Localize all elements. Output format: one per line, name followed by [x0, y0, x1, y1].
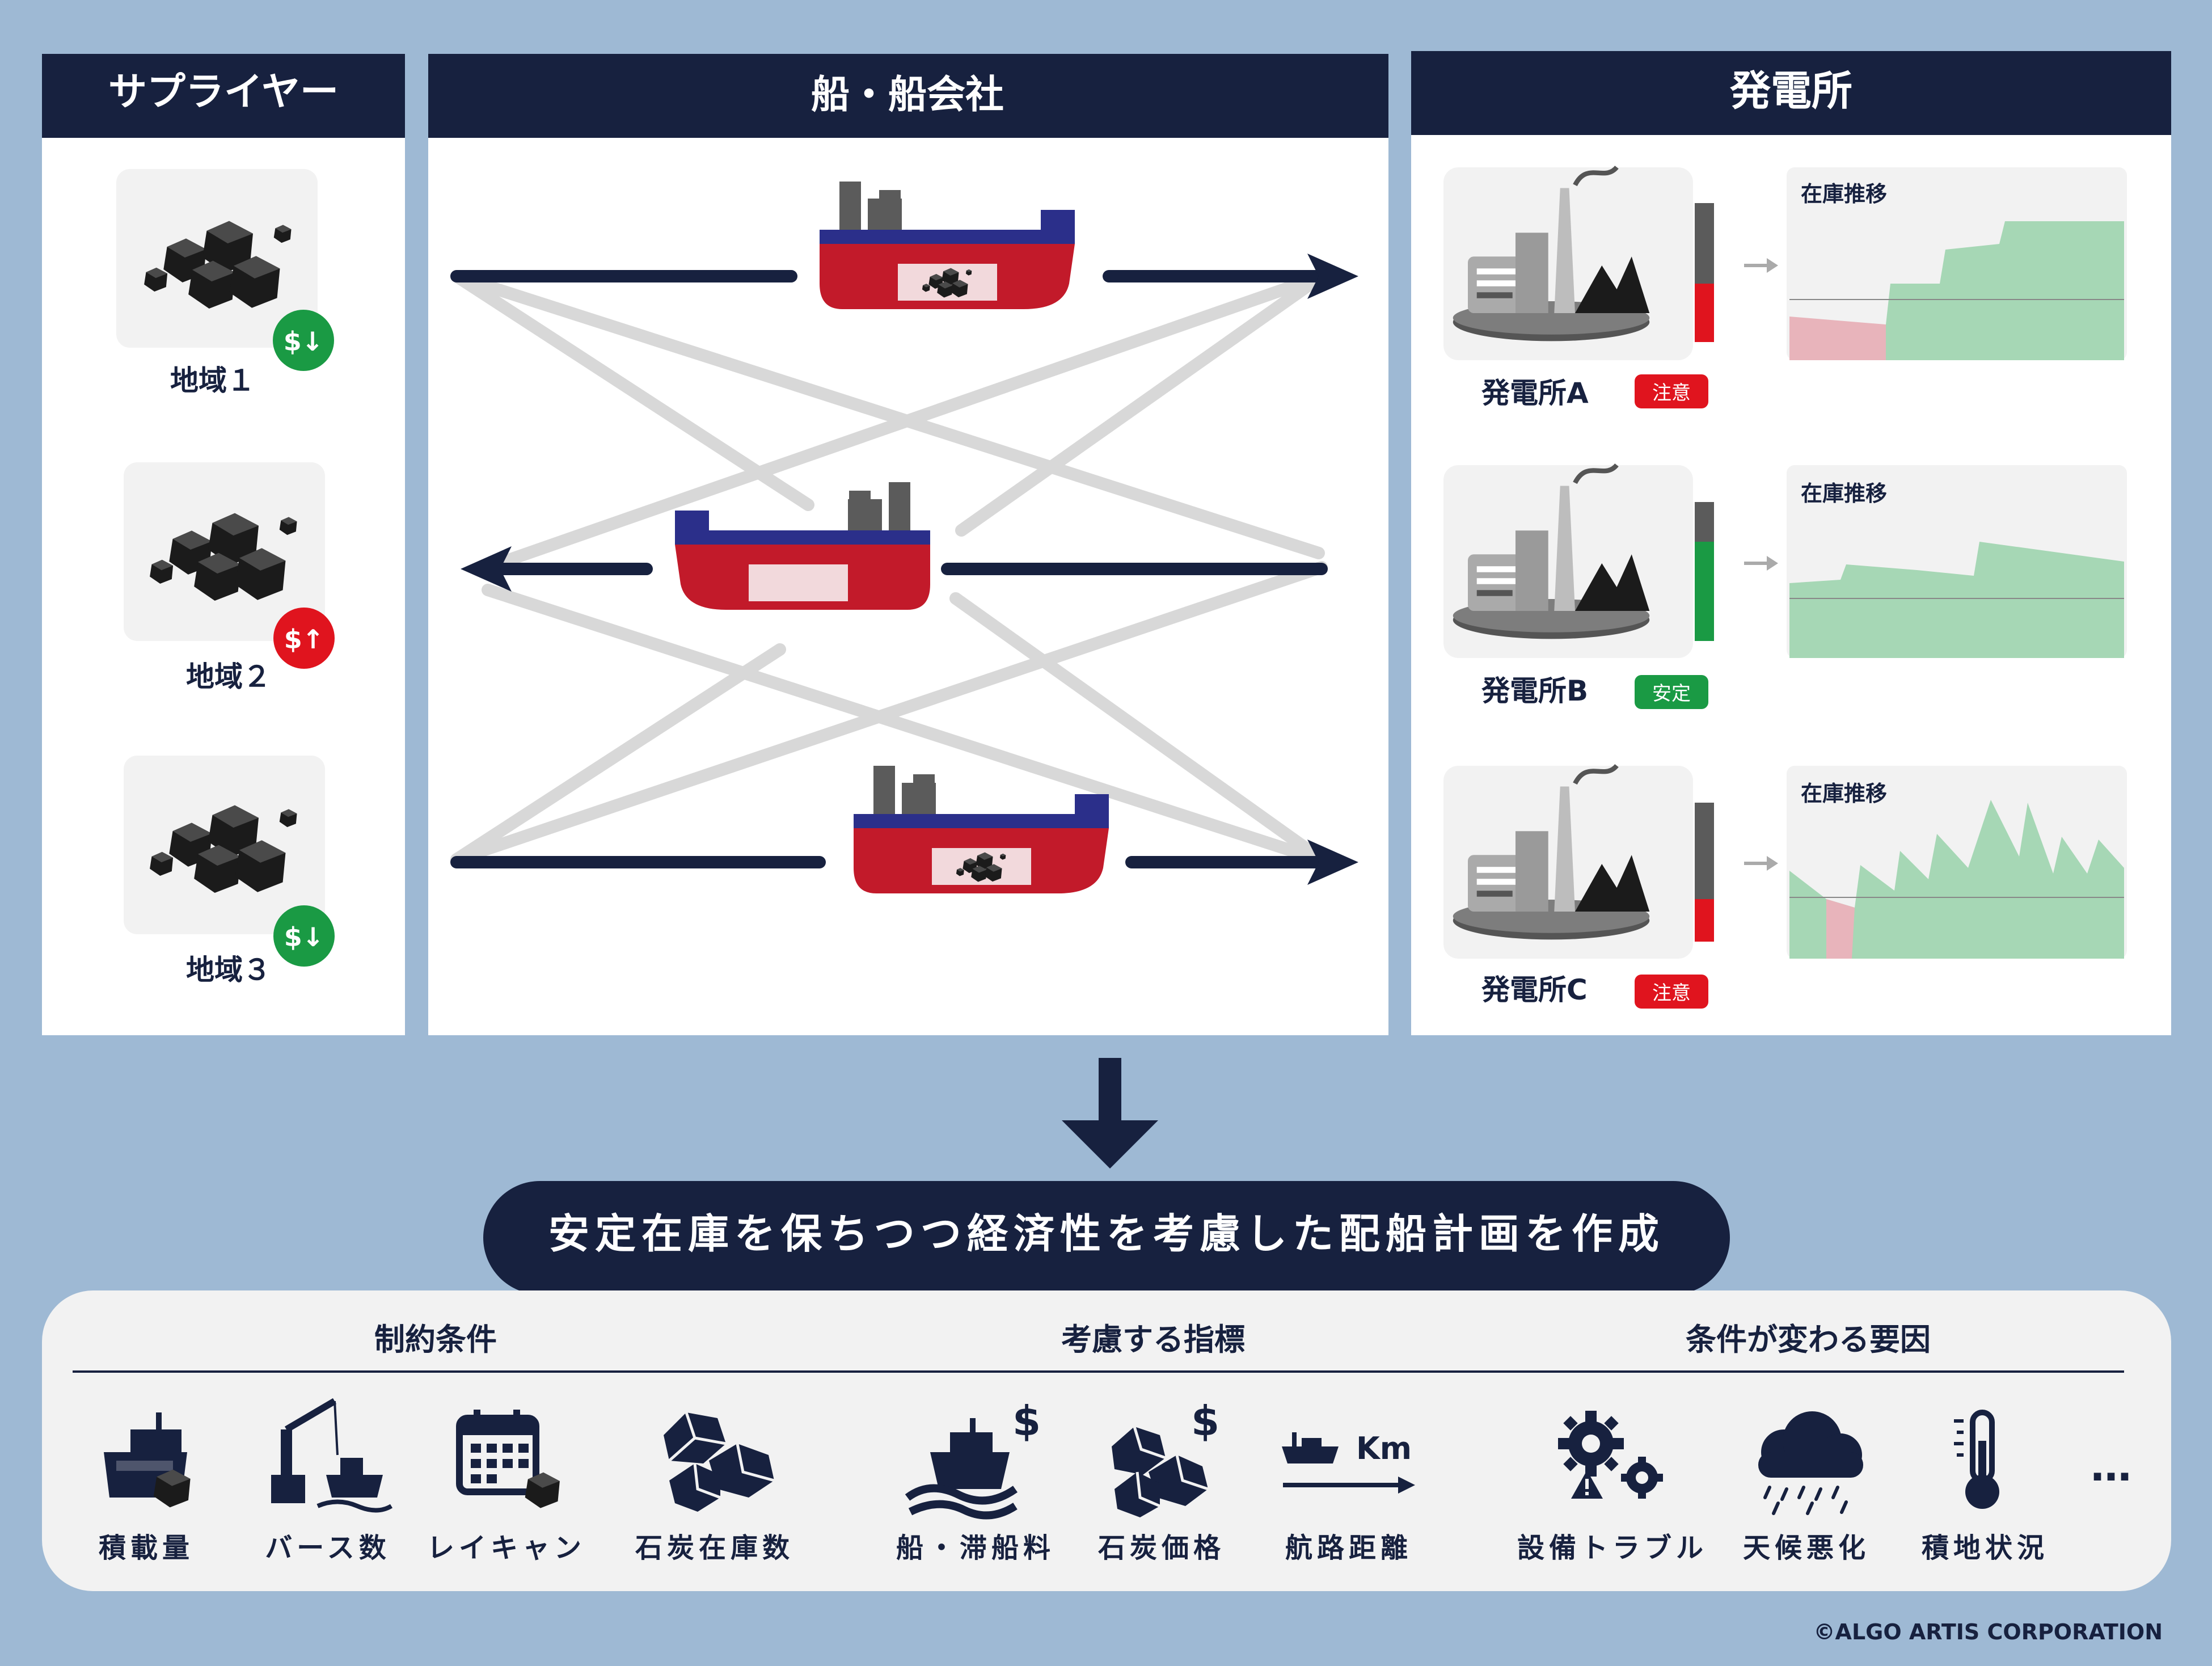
demurrage-item: $ 船・滞船料: [896, 1397, 1055, 1564]
svg-text:$↓: $↓: [284, 922, 324, 952]
route-distance-icon: Km: [1282, 1431, 1415, 1494]
plant-name: 発電所B: [1481, 674, 1588, 707]
inventory-level: [1695, 542, 1714, 641]
gear-warning-icon: [1558, 1411, 1663, 1499]
arrow-right-icon: [1307, 254, 1358, 299]
status-badge: [1635, 374, 1708, 408]
price-up-badge: [273, 608, 335, 669]
item-label: バース数: [265, 1532, 391, 1564]
berth-count-item: バース数: [265, 1398, 393, 1564]
loading-site-item: 積地状況: [1922, 1410, 2049, 1564]
region-label: 地域３: [186, 954, 271, 986]
ship-empty[interactable]: [675, 482, 930, 610]
ship-panel: 船・船会社: [428, 54, 1388, 1035]
category-indicators: 考慮する指標: [1061, 1322, 1245, 1357]
route-network: [450, 270, 1328, 866]
ship-cost-icon: $: [905, 1397, 1041, 1520]
svg-text:注意: 注意: [1652, 982, 1691, 1005]
weather-item: 天候悪化: [1743, 1411, 1870, 1564]
chart-title: 在庫推移: [1801, 481, 1887, 506]
chart-title: 在庫推移: [1801, 781, 1887, 806]
price-down-badge: [273, 905, 335, 967]
inventory-level: [1695, 284, 1714, 342]
ellipsis-icon: …: [2091, 1443, 2131, 1490]
status-badge: [1635, 675, 1708, 709]
berth-crane-icon: [271, 1398, 393, 1513]
chart-title: 在庫推移: [1801, 182, 1887, 206]
plant-name: 発電所C: [1481, 973, 1588, 1006]
svg-text:$: $: [1012, 1397, 1041, 1445]
coal-stock-item: 石炭在庫数: [635, 1412, 794, 1564]
plant-card-b[interactable]: 発電所B 安定 在庫推移: [1443, 465, 2127, 709]
price-down-badge: [273, 310, 334, 371]
svg-text:注意: 注意: [1652, 382, 1691, 404]
plant-name: 発電所A: [1481, 377, 1589, 410]
plant-panel: 発電所 発電所A 注意 在庫推移 発電所B 安定: [1411, 51, 2171, 1035]
coal-price-item: $ 石炭価格: [1098, 1397, 1225, 1564]
arrow-left-icon: [461, 546, 512, 592]
supplier-header: [42, 54, 405, 138]
rain-cloud-icon: [1758, 1411, 1863, 1515]
plant-header: [1411, 51, 2171, 135]
item-label: 積載量: [99, 1532, 194, 1564]
region-label: 地域２: [186, 660, 271, 693]
coal-price-icon: $: [1112, 1397, 1219, 1517]
calendar-icon: [456, 1410, 560, 1508]
svg-text:$: $: [1191, 1397, 1219, 1445]
equipment-trouble-item: 設備トラブル: [1517, 1411, 1708, 1564]
supplier-region-3[interactable]: $↓ 地域３: [124, 756, 335, 986]
factors-panel: 制約条件 考慮する指標 条件が変わる要因 積載量: [42, 1290, 2171, 1591]
inventory-level: [1695, 899, 1714, 942]
active-routes: [450, 270, 1328, 868]
category-changing-factors: 条件が変わる要因: [1686, 1322, 1931, 1357]
item-label: 石炭在庫数: [635, 1532, 794, 1564]
supplier-title: サプライヤー: [108, 70, 339, 115]
ship-header: [428, 54, 1388, 138]
load-capacity-item: 積載量: [99, 1412, 194, 1564]
supplier-region-2[interactable]: $↑ 地域２: [124, 462, 335, 693]
item-label: 石炭価格: [1098, 1532, 1225, 1564]
ship-loaded-2[interactable]: [854, 766, 1109, 893]
svg-text:安定: 安定: [1652, 682, 1691, 705]
route-distance-item: Km 航路距離: [1282, 1431, 1415, 1564]
ship-loaded-1[interactable]: [820, 182, 1075, 309]
laycan-item: レイキャン: [427, 1410, 586, 1564]
arrow-right-icon: [1307, 840, 1358, 885]
svg-text:$↓: $↓: [284, 326, 324, 357]
status-badge: [1635, 975, 1708, 1009]
copyright: ©ALGO ARTIS CORPORATION: [1814, 1619, 2163, 1644]
supplier-panel: サプライヤー $↓ 地域１ $↑ 地域２ $↓ 地域３: [42, 54, 405, 1035]
coal-stock-icon: [664, 1412, 775, 1512]
plan-banner-text: 安定在庫を保ちつつ経済性を考慮した配船計画を作成: [548, 1210, 1665, 1258]
svg-text:Km: Km: [1356, 1431, 1412, 1466]
thermometer-icon: [1954, 1410, 1999, 1509]
plant-card-a[interactable]: 発電所A 注意 在庫推移: [1443, 167, 2127, 410]
item-label: 設備トラブル: [1517, 1532, 1708, 1564]
plan-banner: 安定在庫を保ちつつ経済性を考慮した配船計画を作成: [483, 1181, 1730, 1294]
category-constraints: 制約条件: [374, 1322, 497, 1357]
plant-title: 発電所: [1730, 67, 1852, 115]
supplier-region-1[interactable]: $↓ 地域１: [116, 169, 334, 397]
item-label: 天候悪化: [1743, 1532, 1870, 1564]
plant-card-c[interactable]: 発電所C 注意 在庫推移: [1443, 766, 2127, 1009]
item-label: 航路距離: [1285, 1532, 1412, 1564]
item-label: レイキャン: [427, 1532, 586, 1564]
item-label: 船・滞船料: [896, 1532, 1055, 1564]
ship-title: 船・船会社: [811, 73, 1004, 117]
svg-text:$↑: $↑: [284, 624, 324, 655]
item-label: 積地状況: [1922, 1532, 2049, 1564]
down-arrow-icon: [1062, 1058, 1158, 1169]
region-label: 地域１: [170, 364, 255, 397]
ship-cargo-icon: [104, 1412, 191, 1508]
